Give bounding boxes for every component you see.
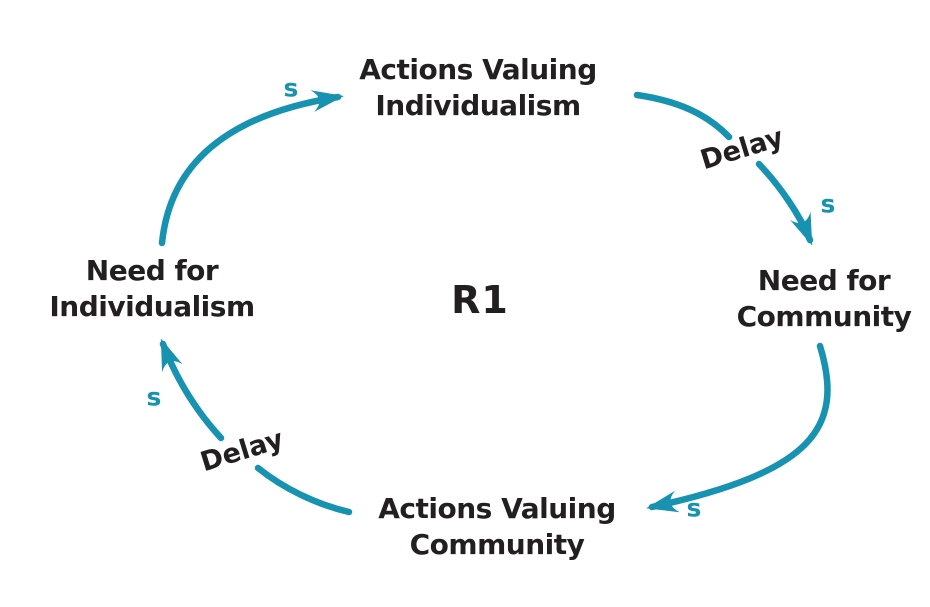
- node-label-line: Actions Valuing: [378, 492, 616, 525]
- loop-label-r1: R1: [451, 278, 509, 322]
- polarity-label-right-to-bottom: s: [686, 493, 702, 523]
- node-label-line: Individualism: [375, 89, 581, 122]
- edge-top-to-right-arrow-segment-b: [755, 160, 814, 246]
- node-label-line: Actions Valuing: [359, 53, 597, 86]
- node-need-for-community: Need for Community: [737, 263, 912, 335]
- polarity-label-bottom-to-left: s: [146, 382, 162, 412]
- edge-left-to-top-arrow: [158, 90, 344, 247]
- node-actions-valuing-individualism: Actions Valuing Individualism: [359, 52, 597, 124]
- edge-bottom-to-left-arrow-segment-a: [254, 464, 353, 516]
- node-label-line: Community: [736, 300, 912, 333]
- edge-bottom-to-left-arrow-segment-b: [159, 338, 225, 442]
- node-label-line: Need for: [757, 264, 891, 297]
- polarity-label-left-to-top: s: [283, 73, 299, 103]
- node-label-line: Community: [409, 528, 585, 561]
- node-need-for-individualism: Need for Individualism: [49, 253, 255, 325]
- edge-right-to-bottom-arrow: [646, 342, 831, 513]
- node-actions-valuing-community: Actions Valuing Community: [378, 491, 616, 563]
- node-label-line: Individualism: [49, 290, 255, 323]
- edge-top-to-right-arrow-segment-a: [633, 91, 733, 141]
- node-label-line: Need for: [85, 254, 219, 287]
- polarity-label-top-to-right: s: [820, 189, 836, 219]
